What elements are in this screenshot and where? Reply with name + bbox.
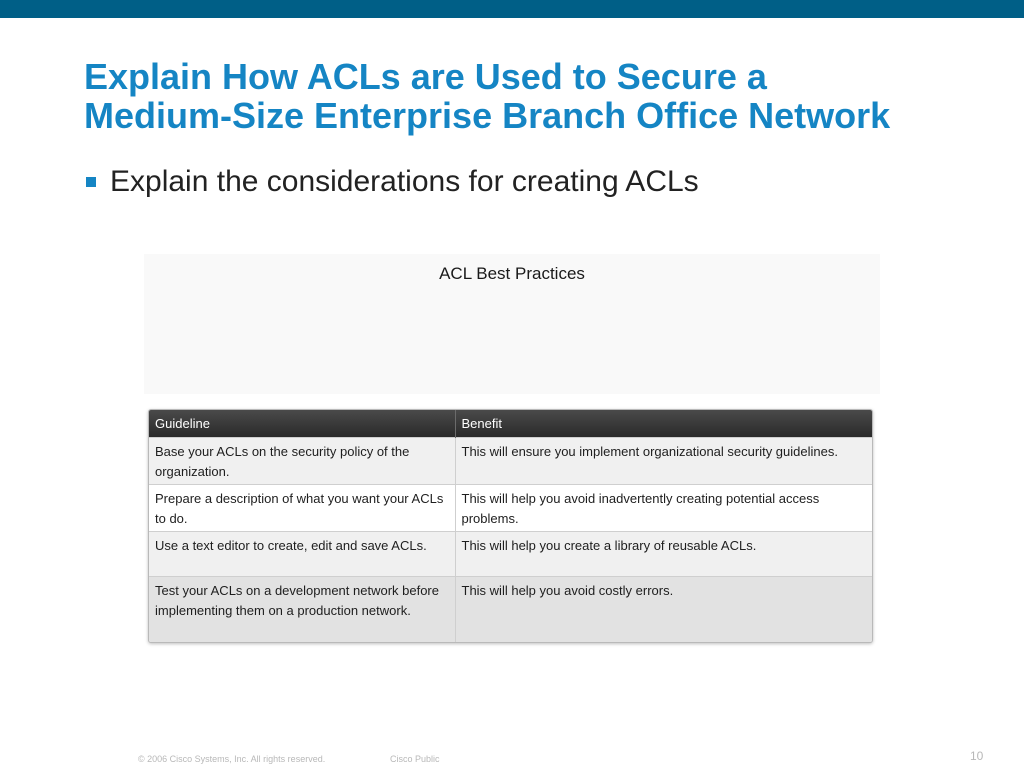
guideline-cell: Test your ACLs on a development network … — [149, 575, 456, 642]
guideline-cell: Base your ACLs on the security policy of… — [149, 436, 456, 484]
bullet-item: Explain the considerations for creating … — [86, 162, 699, 202]
table-header-row: Guideline Benefit — [149, 410, 872, 437]
column-header-guideline: Guideline — [149, 410, 456, 437]
square-bullet-icon — [86, 177, 96, 187]
slide-title-line-1: Explain How ACLs are Used to Secure a — [84, 56, 767, 97]
slide-title-line-2: Medium-Size Enterprise Branch Office Net… — [84, 95, 891, 136]
figure-panel: ACL Best Practices — [144, 254, 880, 394]
benefit-cell: This will ensure you implement organizat… — [455, 436, 872, 484]
slide-title: Explain How ACLs are Used to Secure a Me… — [84, 57, 1004, 135]
top-bar — [0, 0, 1024, 18]
benefit-cell: This will help you avoid inadvertently c… — [455, 483, 872, 531]
benefit-cell: This will help you avoid costly errors. — [455, 575, 872, 642]
table-row: Test your ACLs on a development network … — [149, 575, 872, 642]
table-row: Base your ACLs on the security policy of… — [149, 436, 872, 484]
bullet-text: Explain the considerations for creating … — [110, 165, 699, 198]
page-number: 10 — [970, 749, 984, 763]
table: Guideline Benefit Base your ACLs on the … — [149, 410, 872, 642]
guideline-cell: Use a text editor to create, edit and sa… — [149, 530, 456, 576]
table-row: Use a text editor to create, edit and sa… — [149, 530, 872, 576]
footer-classification: Cisco Public — [390, 754, 440, 764]
acl-best-practices-table: Guideline Benefit Base your ACLs on the … — [148, 409, 873, 643]
benefit-cell: This will help you create a library of r… — [455, 530, 872, 576]
figure-title: ACL Best Practices — [439, 264, 585, 283]
column-header-benefit: Benefit — [455, 410, 872, 437]
guideline-cell: Prepare a description of what you want y… — [149, 483, 456, 531]
table-row: Prepare a description of what you want y… — [149, 483, 872, 531]
footer-copyright: © 2006 Cisco Systems, Inc. All rights re… — [138, 754, 326, 764]
